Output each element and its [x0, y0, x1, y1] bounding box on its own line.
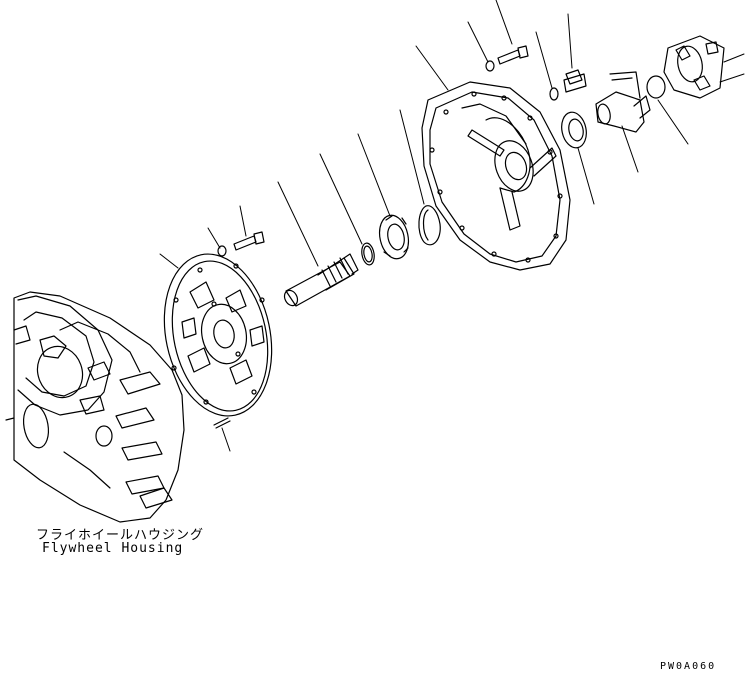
input-shaft	[282, 254, 358, 308]
flywheel-housing	[6, 292, 184, 522]
o-ring-small	[550, 88, 558, 100]
housing-label-japanese: フライホイールハウジング	[36, 528, 205, 543]
cover-bolt	[486, 46, 528, 71]
snap-ring	[360, 242, 376, 266]
plug	[564, 70, 586, 92]
leader-lines	[160, 0, 744, 451]
oil-seal	[559, 110, 590, 150]
bearing	[376, 213, 413, 262]
disc-pin	[214, 418, 230, 428]
o-ring-large	[647, 76, 665, 98]
joint-yoke	[664, 36, 724, 98]
figure-code: PW0A060	[660, 661, 717, 672]
damper-disc	[150, 244, 286, 426]
housing-label-english: Flywheel Housing	[42, 541, 184, 556]
retaining-ring	[419, 206, 440, 245]
coupling-flange	[596, 72, 650, 132]
cover-plate	[422, 82, 570, 270]
disc-mounting-bolt	[218, 232, 264, 256]
